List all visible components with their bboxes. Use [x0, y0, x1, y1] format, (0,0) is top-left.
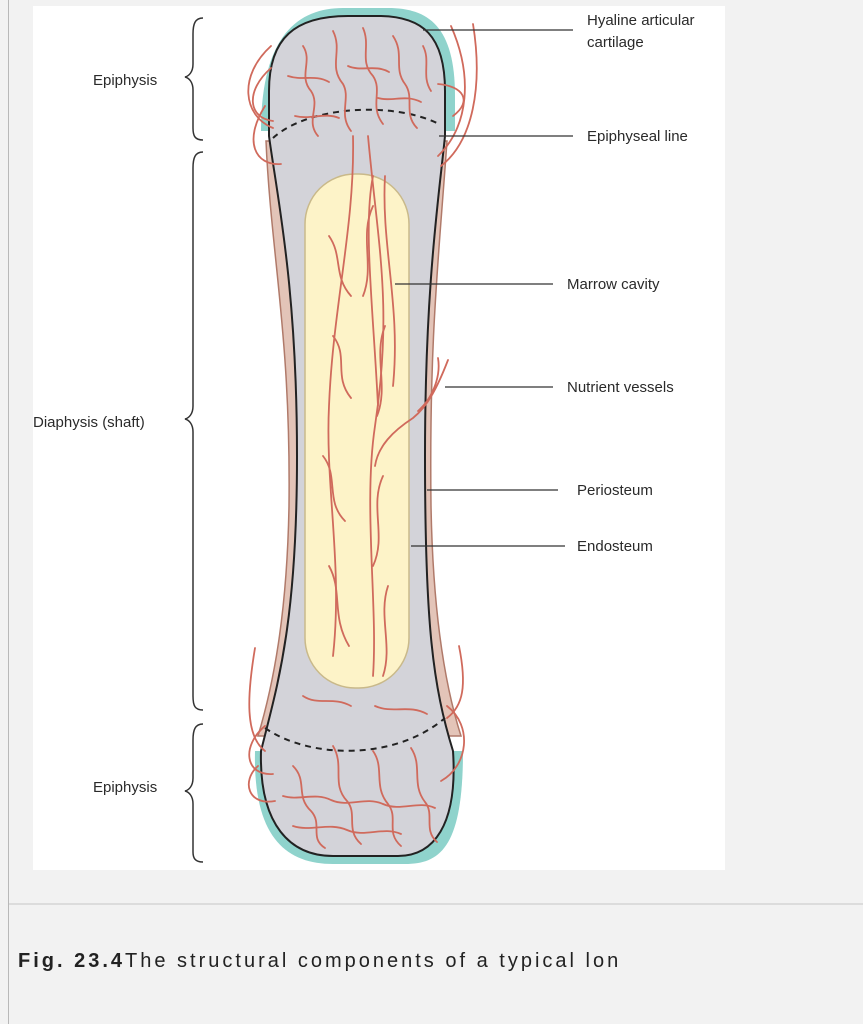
label-endosteum: Endosteum	[577, 538, 653, 555]
left-border-rule	[8, 0, 9, 1024]
label-nutrient-vessels: Nutrient vessels	[567, 379, 674, 396]
label-hyaline-line1: Hyaline articular	[587, 12, 695, 29]
figure-caption: Fig. 23.4The structural components of a …	[18, 950, 621, 973]
brace-epiphysis-top	[185, 18, 203, 140]
label-diaphysis: Diaphysis (shaft)	[33, 414, 145, 431]
caption-text: The structural components of a typical l…	[125, 950, 621, 972]
label-periosteum: Periosteum	[577, 482, 653, 499]
label-epiphysis-bottom: Epiphysis	[93, 779, 157, 796]
figure-panel: Epiphysis Diaphysis (shaft) Epiphysis Hy…	[33, 6, 725, 870]
label-epiphysis-top: Epiphysis	[93, 72, 157, 89]
caption-separator	[9, 903, 863, 905]
label-epiphyseal-line: Epiphyseal line	[587, 128, 688, 145]
label-hyaline-line2: cartilage	[587, 34, 644, 51]
label-marrow-cavity: Marrow cavity	[567, 276, 660, 293]
long-bone-diagram: Epiphysis Diaphysis (shaft) Epiphysis Hy…	[33, 6, 725, 870]
figure-number: Fig. 23.4	[18, 950, 125, 972]
brace-epiphysis-bottom	[185, 724, 203, 862]
marrow-cavity	[305, 174, 409, 688]
brace-diaphysis	[185, 152, 203, 710]
